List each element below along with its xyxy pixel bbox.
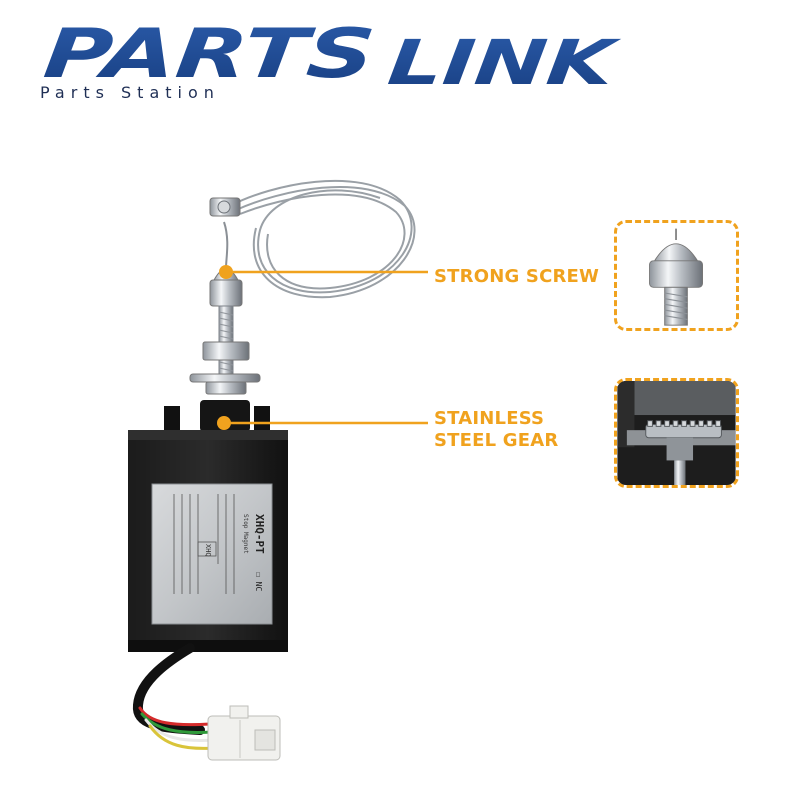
callout-label-line1: STAINLESS [434,408,545,429]
callout-label-line2: STEEL GEAR [434,430,559,451]
gear-icon [617,381,736,485]
plate-model: XHQ-PT [253,514,266,554]
wire-connector [207,705,281,761]
plate-subtitle: Stop Magnet [242,514,249,554]
logo-link-text: LINK [385,26,624,99]
label-plate: XHQ-PT Stop Magnet XHQ ☐ NC [151,483,273,625]
acorn-nut-icon [649,228,703,326]
partslink-logo: PARTS LINK Parts Station [40,15,624,102]
cable-clamp [209,197,241,217]
logo-parts-text: PARTS [40,15,378,94]
callout-label-strong-screw: STRONG SCREW [434,266,600,287]
wire-harness [132,643,218,750]
plate-nc: ☐ NC [254,572,263,591]
callout-label-stainless-steel-gear: STAINLESS STEEL GEAR [434,408,558,452]
washer [189,373,261,383]
gear-teeth [645,420,722,439]
hex-nut-upper [202,341,250,361]
logo-tagline: Parts Station [40,83,220,102]
callout-line-screw [219,265,428,279]
detail-box-screw [614,220,739,331]
plate-mark: XHQ [204,544,212,557]
detail-box-gear [614,378,739,488]
callout-line-gear [217,416,428,430]
steel-cable [223,179,416,299]
hex-nut-lower [205,381,247,395]
